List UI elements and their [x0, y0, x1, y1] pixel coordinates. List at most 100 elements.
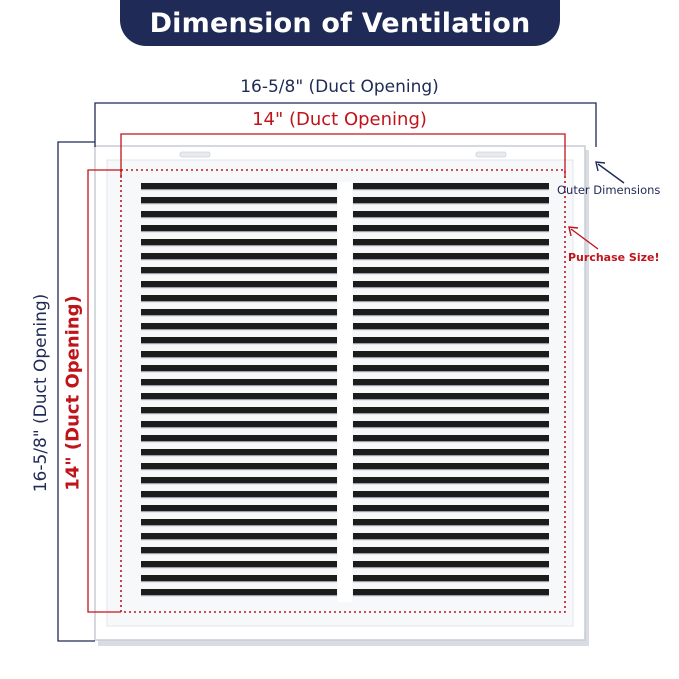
louver-edge [141, 455, 337, 457]
louver-slot [353, 589, 549, 595]
louver-edge [141, 273, 337, 275]
louver-edge [353, 301, 549, 303]
louver-slot [353, 561, 549, 567]
louver-slot [353, 225, 549, 231]
louver-edge [353, 343, 549, 345]
louver-edge [141, 427, 337, 429]
louver-edge [353, 315, 549, 317]
louver-edge [141, 525, 337, 527]
louver-slot [141, 491, 337, 497]
louver-slot [353, 239, 549, 245]
louver-slot [353, 323, 549, 329]
louver-slot [353, 435, 549, 441]
louver-slot [141, 421, 337, 427]
louver-slot [141, 449, 337, 455]
louver-edge [141, 371, 337, 373]
louver-edge [141, 413, 337, 415]
louver-edge [353, 245, 549, 247]
inner-width-line [120, 133, 566, 178]
title-text: Dimension of Ventilation [149, 7, 531, 39]
louver-edge [141, 595, 337, 597]
louver-slot [141, 519, 337, 525]
louver-edge [141, 217, 337, 219]
louver-slot [353, 547, 549, 553]
louver-slot [141, 267, 337, 273]
louver-slot [141, 351, 337, 357]
center-divider [338, 182, 352, 602]
louver-edge [141, 539, 337, 541]
louver-edge [353, 217, 549, 219]
louver-slot [141, 477, 337, 483]
louver-edge [141, 301, 337, 303]
louver-edge [141, 189, 337, 191]
louver-slot [353, 421, 549, 427]
louver-slot [141, 533, 337, 539]
louver-edge [353, 413, 549, 415]
louver-slot [141, 547, 337, 553]
louver-edge [141, 329, 337, 331]
louver-edge [353, 357, 549, 359]
louver-slot [141, 463, 337, 469]
louver-edge [141, 483, 337, 485]
louver-slot [141, 561, 337, 567]
inner-height-line [87, 169, 121, 613]
louver-slot [141, 239, 337, 245]
louver-edge [353, 567, 549, 569]
purchase-size-note: Purchase Size! [568, 251, 660, 264]
louver-edge [353, 203, 549, 205]
louver-edge [353, 385, 549, 387]
louver-slot [141, 393, 337, 399]
louver-edge [353, 427, 549, 429]
louver-edge [353, 441, 549, 443]
louver-slot [353, 295, 549, 301]
inner-height-label: 14" (Duct Opening) [62, 295, 84, 491]
louver-edge [141, 231, 337, 233]
louver-edge [141, 357, 337, 359]
louver-slot [353, 575, 549, 581]
louver-edge [353, 497, 549, 499]
louver-edge [141, 385, 337, 387]
inner-width-label: 14" (Duct Opening) [252, 109, 427, 130]
louver-slot [141, 505, 337, 511]
louver-edge [353, 455, 549, 457]
louver-edge [141, 287, 337, 289]
outer-arrow [595, 161, 625, 184]
outer-height-line [57, 141, 95, 642]
louver-slot [141, 281, 337, 287]
louver-edge [141, 567, 337, 569]
purchase-arrow [568, 226, 599, 250]
louver-slot [141, 379, 337, 385]
title-banner: Dimension of Ventilation [120, 0, 560, 46]
louver-slot [353, 183, 549, 189]
louver-edge [353, 371, 549, 373]
louver-edge [141, 343, 337, 345]
louver-edge [353, 273, 549, 275]
louver-slot [353, 379, 549, 385]
louver-slot [353, 393, 549, 399]
louver-slot [141, 183, 337, 189]
louver-slot [353, 351, 549, 357]
louver-edge [353, 399, 549, 401]
louver-edge [353, 231, 549, 233]
louver-slot [353, 505, 549, 511]
louver-slot [141, 253, 337, 259]
louver-slats [141, 183, 549, 597]
louver-edge [353, 581, 549, 583]
louver-slot [141, 323, 337, 329]
louver-slot [141, 225, 337, 231]
purchase-size-outline [120, 169, 566, 613]
louver-edge [353, 469, 549, 471]
outer-height-label: 16-5/8" (Duct Opening) [31, 293, 51, 493]
louver-slot [141, 435, 337, 441]
louver-slot [141, 211, 337, 217]
louver-slot [141, 575, 337, 581]
louver-slot [353, 449, 549, 455]
louver-slot [353, 519, 549, 525]
louver-slot [141, 309, 337, 315]
louver-edge [141, 469, 337, 471]
louver-slot [141, 365, 337, 371]
louver-slot [353, 407, 549, 413]
louver-slot [141, 407, 337, 413]
